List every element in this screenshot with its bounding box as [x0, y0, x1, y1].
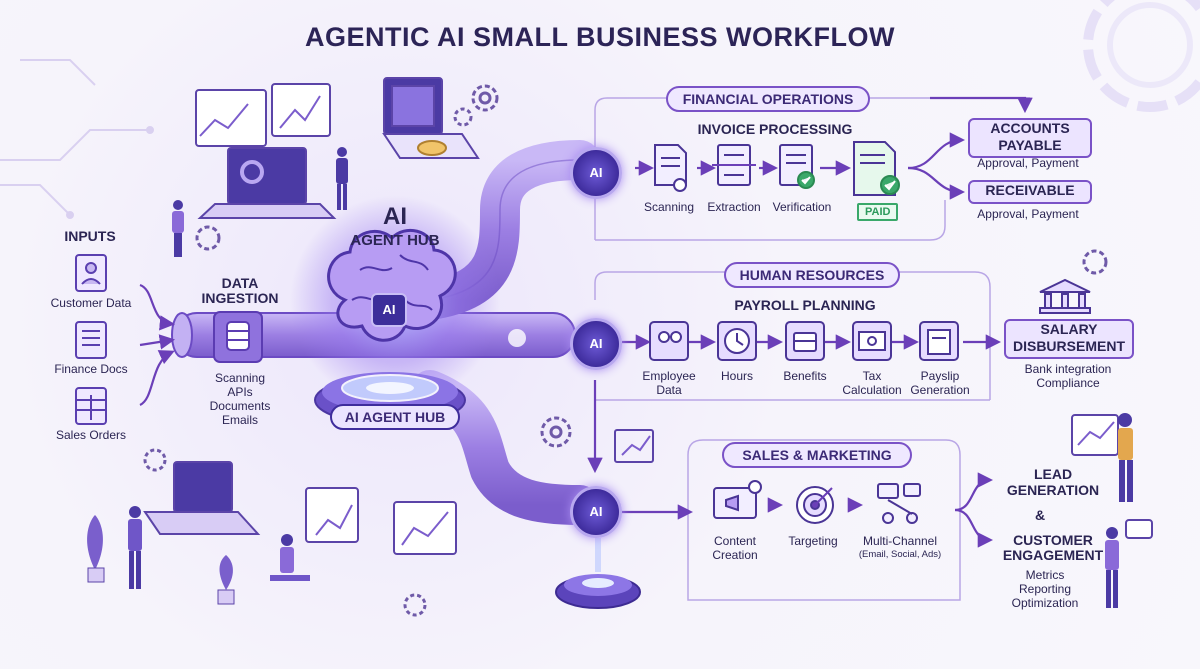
- invoice-step-extraction: Extraction: [707, 200, 761, 214]
- financial-ai-agent-chip: AI: [570, 147, 622, 199]
- invoice-step-verification: Verification: [772, 200, 832, 214]
- receivable-box: RECEIVABLE: [968, 180, 1092, 204]
- salary-title-line1: SALARY: [1040, 321, 1098, 337]
- hub-base-label: AI AGENT HUB: [330, 404, 460, 430]
- arrow-to-receivable: [907, 166, 966, 200]
- accounts-payable-title-line2: PAYABLE: [998, 137, 1062, 153]
- hr-ai-agent-chip: AI: [570, 318, 622, 370]
- salary-title-line2: DISBURSEMENT: [1012, 338, 1125, 354]
- ingestion-heading-line2: INGESTION: [201, 290, 279, 306]
- sales-section-label: SALES & MARKETING: [722, 442, 912, 468]
- bank-icon: [1039, 278, 1091, 314]
- financial-frame: [594, 97, 1030, 240]
- spreadsheet-icon: [75, 387, 107, 425]
- arrow-financial-top: [930, 96, 1033, 114]
- salary-detail-line2: Compliance: [1036, 376, 1100, 390]
- decor-circuit-ring: [1083, 0, 1200, 112]
- user-document-icon: [75, 254, 107, 292]
- arrow-to-payable: [907, 132, 966, 170]
- hr-step-payslip-line1: Payslip: [920, 369, 960, 383]
- payroll-planning-heading: PAYROLL PLANNING: [734, 297, 876, 313]
- page-title: AGENTIC AI SMALL BUSINESS WORKFLOW: [305, 22, 895, 52]
- accounts-payable-title-line1: ACCOUNTS: [990, 120, 1070, 136]
- engagement-detail-metrics: Metrics: [1025, 568, 1065, 582]
- brain-icon: [327, 228, 457, 342]
- accounts-payable-box: ACCOUNTS PAYABLE: [968, 118, 1092, 158]
- receivable-title: RECEIVABLE: [985, 182, 1075, 198]
- verification-document-icon: [779, 144, 815, 189]
- decor-circuit-lines: [0, 59, 154, 219]
- paid-invoice-icon: [853, 141, 900, 196]
- hub-title-top: AI: [383, 203, 407, 230]
- input-label-sales-orders: Sales Orders: [55, 428, 127, 442]
- hr-step-benefits: Benefits: [783, 369, 827, 383]
- arrow-to-lead: [954, 472, 994, 512]
- engagement-detail-reporting: Reporting: [1018, 582, 1072, 596]
- decor-devices: [143, 77, 1153, 555]
- salary-detail-line1: Bank integration: [1024, 362, 1112, 376]
- invoice-processing-heading: INVOICE PROCESSING: [697, 121, 853, 137]
- arrow-sales-orders: [139, 350, 175, 406]
- pipe-to-sales: [410, 370, 600, 525]
- employee-data-icon: [649, 321, 689, 361]
- financial-section-label: FINANCIAL OPERATIONS: [666, 86, 870, 112]
- hr-step-tax-line1: Tax: [862, 369, 882, 383]
- sales-frame: [687, 439, 961, 601]
- document-icon: [75, 321, 107, 359]
- hr-step-tax-line2: Calculation: [842, 383, 902, 397]
- hr-step-payslip-line2: Generation: [910, 383, 970, 397]
- hr-step-employee-data-line2: Data: [656, 383, 682, 397]
- input-label-customer-data: Customer Data: [50, 296, 132, 310]
- lead-generation-line1: LEAD: [1033, 466, 1073, 482]
- gear-icons: [143, 84, 1108, 617]
- scanning-document-icon: [654, 144, 687, 192]
- decor-people: [128, 147, 1133, 608]
- ingestion-note-emails: Emails: [221, 413, 258, 427]
- customer-engagement-line2: ENGAGEMENT: [1002, 547, 1104, 563]
- arrow-customer-data: [139, 283, 176, 331]
- sales-step-content-line1: Content: [713, 534, 757, 548]
- multi-channel-icon: [877, 483, 921, 524]
- input-label-finance-docs: Finance Docs: [54, 362, 128, 376]
- extraction-scan-icon: [712, 144, 756, 186]
- sales-step-targeting: Targeting: [788, 534, 838, 548]
- ampersand: &: [1034, 507, 1046, 523]
- customer-engagement-line1: CUSTOMER: [1013, 532, 1093, 548]
- ingestion-heading-line1: DATA: [221, 275, 259, 291]
- hr-step-employee-data-line1: Employee: [642, 369, 696, 383]
- arrow-finance-docs: [139, 334, 176, 350]
- ingestion-note-apis: APIs: [227, 385, 253, 399]
- sales-step-content-line2: Creation: [712, 548, 758, 562]
- hub-title-bottom: AGENT HUB: [350, 232, 440, 249]
- inputs-heading: INPUTS: [64, 228, 116, 244]
- hr-step-hours: Hours: [720, 369, 753, 383]
- sales-platform: [555, 538, 641, 609]
- sales-step-multichannel-line2: (Email, Social, Ads): [858, 549, 942, 560]
- receivable-detail: Approval, Payment: [977, 207, 1079, 221]
- lead-generation-line2: GENERATION: [1006, 482, 1100, 498]
- sales-step-multichannel-line1: Multi-Channel: [862, 534, 938, 548]
- ingestion-note-scanning: Scanning: [214, 371, 266, 385]
- ingestion-note-documents: Documents: [209, 399, 271, 413]
- accounts-payable-detail: Approval, Payment: [977, 156, 1079, 170]
- paid-stamp: PAID: [857, 203, 899, 221]
- sales-ai-agent-chip: AI: [570, 486, 622, 538]
- hr-section-label: HUMAN RESOURCES: [724, 262, 900, 288]
- arrow-to-engagement: [954, 508, 994, 548]
- invoice-step-scanning: Scanning: [643, 200, 695, 214]
- salary-disbursement-box: SALARY DISBURSEMENT: [1004, 319, 1134, 359]
- decor-plants: [87, 515, 235, 605]
- engagement-detail-optimization: Optimization: [1011, 596, 1079, 610]
- hub-ai-badge: AI: [382, 302, 396, 317]
